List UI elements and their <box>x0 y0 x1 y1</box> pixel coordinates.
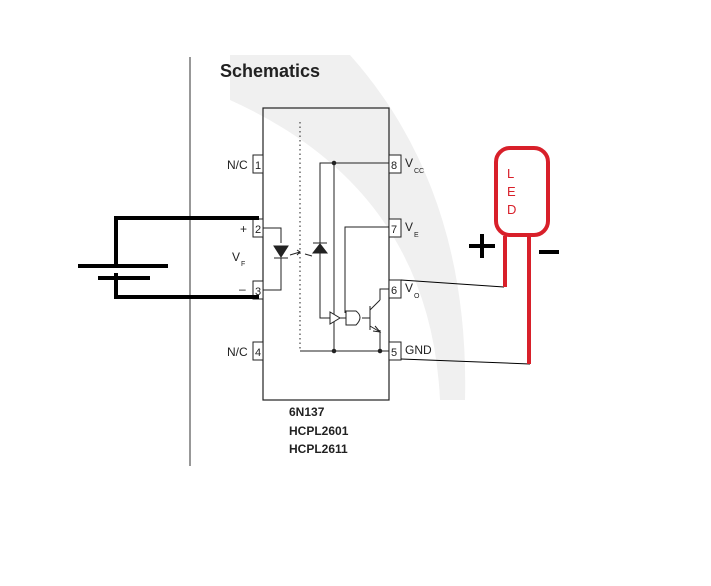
pin-box-8: 8 <box>388 154 402 174</box>
svg-text:V: V <box>232 250 240 264</box>
svg-text:F: F <box>241 261 245 268</box>
led-letter-e: E <box>507 184 516 199</box>
led-letter-l: L <box>507 166 514 181</box>
part-number-3: HCPL2611 <box>289 442 348 456</box>
pin-8-number: 8 <box>391 160 397 172</box>
photodiode <box>304 242 329 257</box>
plus-sign <box>469 234 495 258</box>
pin-box-1: 1 <box>252 154 264 174</box>
ground-wire <box>400 358 531 365</box>
pin-5-number: 5 <box>391 347 397 359</box>
pin-3-number: 3 <box>255 286 261 298</box>
output-transistor <box>369 299 382 333</box>
pin-1-label: N/C <box>227 158 248 172</box>
svg-text:V: V <box>405 220 413 234</box>
pin-6-label: V O <box>405 281 420 300</box>
svg-text:V: V <box>405 156 413 170</box>
pin-4-number: 4 <box>255 347 261 359</box>
pin-2-label: + <box>240 222 247 236</box>
led-letter-d: D <box>507 202 516 217</box>
pin-4-label: N/C <box>227 345 248 359</box>
pin-7-label: V E <box>405 220 419 239</box>
pin-box-2: 2 <box>252 218 264 238</box>
led-drawing <box>494 146 550 364</box>
ic-body <box>262 107 390 401</box>
schematic-title: Schematics <box>220 61 320 81</box>
pin-box-5: 5 <box>388 341 402 361</box>
pin-5-label: GND <box>405 343 432 357</box>
svg-text:V: V <box>405 281 413 295</box>
input-led <box>263 227 301 291</box>
pin-1-number: 1 <box>255 160 261 172</box>
part-number-2: HCPL2601 <box>289 424 349 438</box>
vf-label: V F <box>232 250 245 268</box>
pin-box-4: 4 <box>252 341 264 361</box>
battery-wiring <box>78 216 259 299</box>
svg-text:CC: CC <box>414 168 424 175</box>
pin-3-label: – <box>239 282 246 296</box>
pin-2-number: 2 <box>255 224 261 236</box>
pin-box-7: 7 <box>388 218 402 238</box>
part-number-1: 6N137 <box>289 405 325 419</box>
pin-box-6: 6 <box>388 279 402 299</box>
pin-6-number: 6 <box>391 285 397 297</box>
pin-8-label: V CC <box>405 156 424 175</box>
output-wire <box>400 279 505 288</box>
watermark-shape <box>230 55 466 400</box>
svg-text:O: O <box>414 293 420 300</box>
pin-7-number: 7 <box>391 224 397 236</box>
svg-text:E: E <box>414 232 419 239</box>
amplifier-gate <box>329 310 370 326</box>
